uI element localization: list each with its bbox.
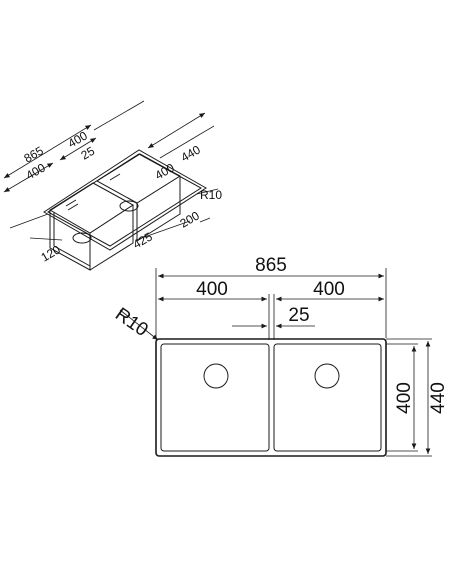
plan-left-bowl: [160, 343, 270, 452]
iso-left-height-label: 120: [39, 242, 64, 264]
plan-right-bowl-width-label: 400: [313, 279, 345, 300]
iso-divider-gap-label: 25: [79, 144, 98, 163]
plan-bowl-depth-label: 400: [394, 382, 415, 414]
iso-overall-depth-label: 440: [179, 142, 204, 164]
plan-left-bowl-width-label: 400: [196, 279, 228, 300]
iso-right-height-label: 200: [178, 208, 203, 230]
plan-outer-body: [155, 338, 387, 457]
plan-divider-gap-label: 25: [288, 305, 309, 326]
iso-overall-width-label: 865: [22, 143, 47, 165]
plan-right-bowl: [273, 343, 382, 452]
isometric-view: 865 400 400 25 400 440 R10 200 425 120: [3, 100, 222, 271]
iso-corner-radius-label: R10: [200, 188, 222, 202]
plan-corner-radius-label: R10: [111, 304, 152, 341]
iso-outer-rim: [43, 149, 207, 251]
plan-view: 865 400 400 25 R10 400 440: [111, 255, 449, 457]
plan-overall-depth-label: 440: [428, 382, 449, 414]
iso-right-bowl: [96, 153, 181, 242]
plan-overall-width-label: 865: [255, 255, 287, 276]
iso-left-bowl: [49, 182, 134, 271]
plan-right-drain: [314, 363, 340, 389]
plan-left-drain: [203, 363, 229, 389]
iso-right-base-label: 425: [131, 229, 156, 251]
